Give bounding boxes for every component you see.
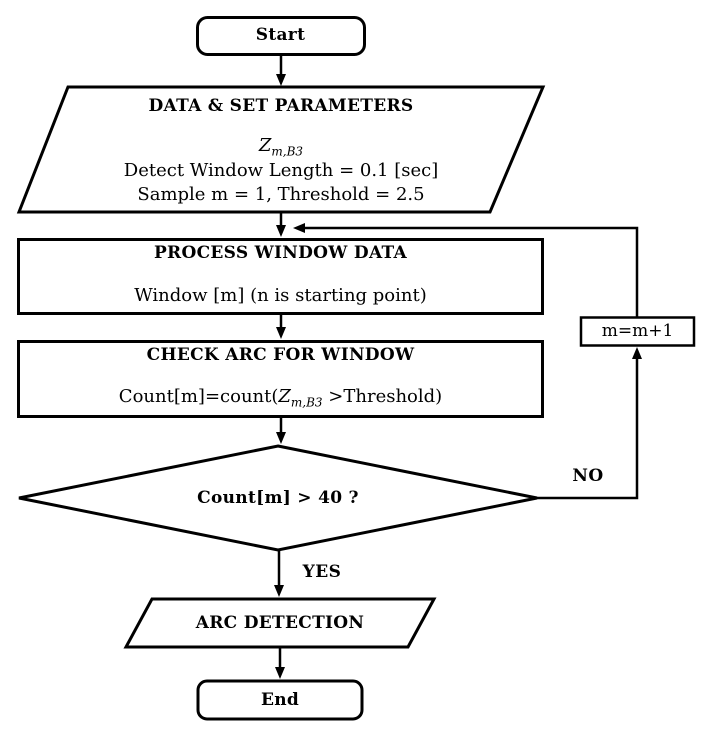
no-edge-label: NO (572, 466, 604, 486)
arrowhead-return-left (293, 223, 305, 233)
arrowhead-into-decision (276, 432, 286, 444)
arrowhead-into-data (276, 74, 286, 86)
check-body-suffix: >Threshold) (322, 386, 443, 407)
check-body: Count[m]=count(Zm,B3 >Threshold) (18, 385, 543, 415)
data-params-line2: Detect Window Length = 0.1 [sec] (123, 160, 439, 181)
start-label: Start (255, 25, 306, 45)
increment-shape (579, 316, 696, 347)
check-shape (17, 340, 544, 418)
data-params-line3: Sample m = 1, Threshold = 2.5 (137, 184, 425, 205)
process-title: PROCESS WINDOW DATA (153, 243, 408, 263)
arrowheads (274, 74, 642, 679)
data-params-title: DATA & SET PARAMETERS (148, 96, 414, 116)
end-label: End (260, 690, 300, 710)
z-variable-subscript: m,B3 (271, 144, 304, 159)
check-body-prefix: Count[m]=count( (118, 386, 279, 407)
process-shape (17, 238, 544, 315)
check-z-subscript: m,B3 (290, 395, 323, 410)
arrowhead-into-check (276, 327, 286, 339)
arrowhead-into-arc (274, 585, 284, 597)
z-variable: Z (258, 135, 272, 156)
start-shape (196, 16, 366, 56)
edge-increment-return (297, 226, 639, 317)
decision-label: Count[m] > 40 ? (197, 488, 359, 508)
end-shape (196, 679, 364, 721)
increment-label: m=m+1 (601, 321, 674, 341)
data-params-shape (16, 85, 546, 214)
arrowhead-into-increment (632, 347, 642, 359)
arrowhead-into-end (275, 667, 285, 679)
arc-detection-shape (123, 597, 437, 649)
data-params-variable: Zm,B3 (31, 135, 531, 163)
yes-edge-label: YES (302, 562, 342, 582)
process-body: Window [m] (n is starting point) (134, 285, 427, 306)
edge-decision-no (537, 358, 639, 500)
check-z-variable: Z (278, 386, 291, 407)
check-title: CHECK ARC FOR WINDOW (146, 345, 415, 365)
connector-lines (277, 55, 639, 668)
arrowhead-into-process (276, 225, 286, 237)
arc-detection-label: ARC DETECTION (195, 613, 365, 633)
